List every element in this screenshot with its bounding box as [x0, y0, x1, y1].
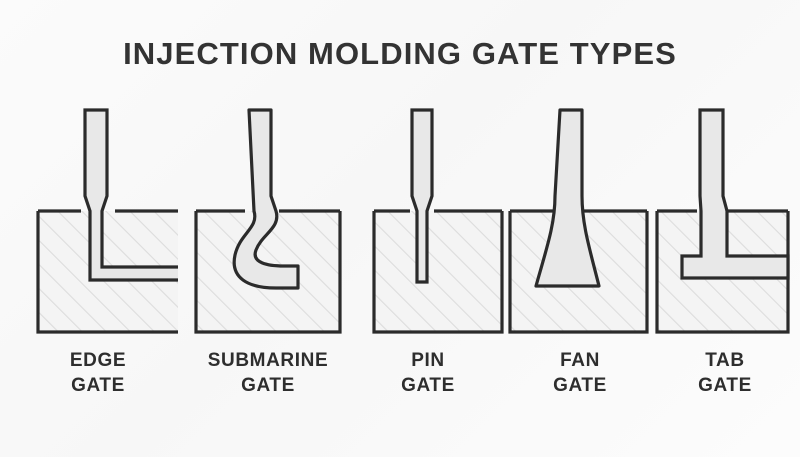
mold-block	[508, 209, 649, 334]
gate-label-fan-gate: FAN GATE	[500, 348, 660, 398]
sprue-and-pin	[410, 108, 434, 284]
gate-label-line-2: GATE	[553, 375, 607, 396]
gate-diagram-submarine-gate: SUBMARINE GATE	[188, 100, 348, 400]
gate-label-edge-gate: EDGE GATE	[18, 348, 178, 398]
gate-label-pin-gate: PIN GATE	[348, 348, 508, 398]
sprue-and-submarine-runner	[232, 108, 300, 290]
fan-gate-drawing	[508, 108, 649, 334]
sprue-and-runner	[83, 108, 178, 282]
gate-diagram-tab-gate: TAB GATE	[645, 100, 800, 400]
mold-block	[372, 209, 504, 334]
gate-diagram-edge-gate: EDGE GATE	[18, 100, 178, 400]
gate-label-line-2: GATE	[241, 375, 295, 396]
gate-label-line-1: EDGE	[69, 350, 127, 371]
tab-gate-drawing	[655, 108, 790, 334]
edge-gate-drawing	[36, 108, 178, 334]
gate-label-submarine-gate: SUBMARINE GATE	[188, 348, 348, 398]
gate-label-line-2: GATE	[71, 375, 125, 396]
gate-label-line-1: TAB	[705, 350, 745, 371]
gate-diagram-fan-gate: FAN GATE	[500, 100, 660, 400]
gate-label-line-1: SUBMARINE	[207, 350, 329, 371]
gate-label-line-2: GATE	[401, 375, 455, 396]
pin-gate-drawing	[372, 108, 504, 334]
gate-label-line-1: PIN	[411, 350, 445, 371]
sprue-and-fan	[534, 108, 601, 288]
submarine-gate-drawing	[194, 108, 342, 334]
gate-label-line-2: GATE	[698, 375, 752, 396]
gate-label-line-1: FAN	[560, 350, 600, 371]
gate-diagram-pin-gate: PIN GATE	[348, 100, 508, 400]
page-title: INJECTION MOLDING GATE TYPES	[123, 36, 677, 71]
gate-label-tab-gate: TAB GATE	[645, 348, 800, 398]
sprue-and-tab	[680, 108, 790, 280]
